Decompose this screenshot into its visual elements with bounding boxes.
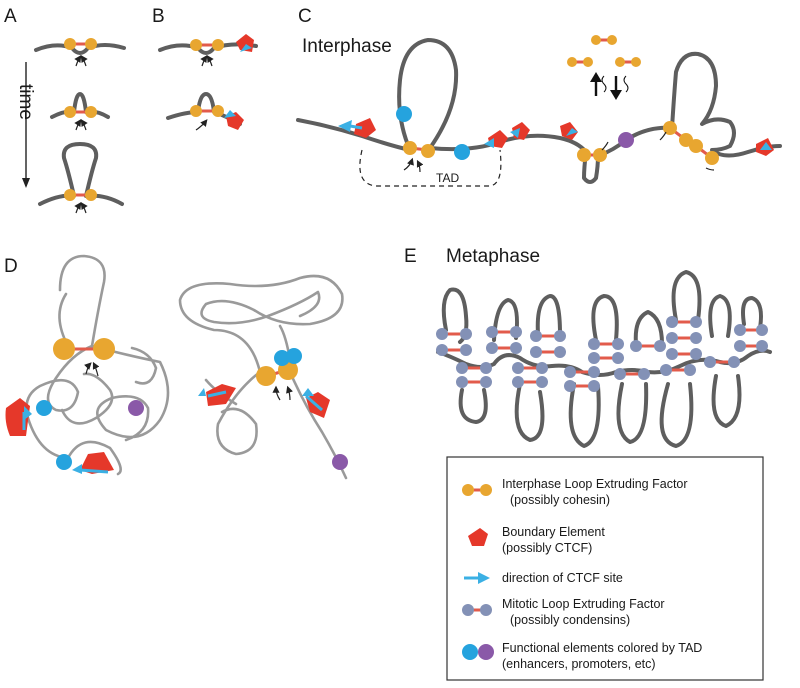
- e-loop-up-7: [708, 294, 732, 338]
- c-element-blue-1: [396, 106, 412, 122]
- legend-item-5-line2: (enhancers, promoters, etc): [502, 657, 656, 671]
- legend-item-1-line2: (possibly cohesin): [510, 493, 610, 507]
- d-left-element-purple: [128, 400, 144, 416]
- c-cohesin-4a: [689, 139, 703, 153]
- d-left-element-blue-2: [56, 454, 72, 470]
- panel-c-title: Interphase: [302, 36, 392, 57]
- time-label: time: [15, 84, 36, 120]
- panel-c: C Interphase TAD: [296, 6, 782, 187]
- a1-cohesin-left: [64, 38, 76, 50]
- panel-e-label: E: [404, 246, 417, 267]
- panel-e: E Metaphase: [404, 246, 772, 448]
- legend-ctcf-icon: [468, 528, 488, 546]
- panel-a: A time: [4, 6, 126, 214]
- panel-d: D: [4, 254, 348, 480]
- e-condensins: [436, 316, 768, 392]
- d-cohesin-right: [93, 338, 115, 360]
- legend-item-5-line1: Functional elements colored by TAD: [502, 641, 702, 655]
- load-arrow: [590, 72, 602, 82]
- a2-chromatin: [50, 92, 110, 119]
- e-loop-up-6: [671, 270, 702, 322]
- a3-cohesin-left: [64, 189, 76, 201]
- c-free-cohesin-1b: [607, 35, 617, 45]
- legend: Interphase Loop Extruding Factor (possib…: [446, 456, 764, 681]
- legend-item-4-line1: Mitotic Loop Extruding Factor: [502, 597, 665, 611]
- b2-cohesin-left: [190, 105, 202, 117]
- d-cohesin-left: [53, 338, 75, 360]
- e-loop-down-6: [711, 374, 742, 428]
- b1-cohesin-right: [212, 39, 224, 51]
- e-loop-down-4: [616, 382, 649, 444]
- legend-condensin-icon: [462, 604, 474, 616]
- c-cohesin-2b: [593, 148, 607, 162]
- d-left-chromatin: [25, 254, 170, 476]
- c-free-cohesin-3a: [615, 57, 625, 67]
- panel-d-label: D: [4, 256, 18, 277]
- legend-item-2-line1: Boundary Element: [502, 525, 605, 539]
- e-loop-down-3: [568, 382, 601, 448]
- c-ctcf-1: [354, 118, 376, 138]
- e-loop-up-8: [741, 296, 763, 330]
- panel-b: B: [152, 6, 258, 131]
- c-free-cohesin-2b: [583, 57, 593, 67]
- e-loop-down-5: [659, 382, 694, 448]
- e-loop-up-4: [591, 294, 619, 342]
- c-ctcf-dir-1: [338, 120, 352, 132]
- b2-ctcf-direction: [224, 110, 236, 118]
- e-loop-up-3: [535, 294, 562, 336]
- c-free-cohesin-3b: [631, 57, 641, 67]
- c-ctcf-4: [560, 122, 578, 140]
- d-left-element-blue-1: [36, 400, 52, 416]
- a3-cohesin-right: [85, 189, 97, 201]
- panel-a-label: A: [4, 6, 17, 27]
- panel-e-title: Metaphase: [446, 246, 540, 267]
- c-free-cohesin-1a: [591, 35, 601, 45]
- b2-cohesin-right: [212, 105, 224, 117]
- b1-chromatin: [158, 42, 258, 55]
- tad-bracket: [359, 149, 502, 187]
- panel-b-label: B: [152, 6, 165, 27]
- c-cohesin-1b: [421, 144, 435, 158]
- c-cohesin-4b: [705, 151, 719, 165]
- d-right-element-blue-1: [274, 350, 290, 366]
- c-element-blue-2: [454, 144, 470, 160]
- c-chromatin: [296, 38, 782, 184]
- e-loop-up-5: [633, 310, 664, 346]
- d-right-cohesin-left: [256, 366, 276, 386]
- e-loop-down-1: [458, 388, 488, 424]
- d-right-element-purple: [332, 454, 348, 470]
- a1-cohesin-right: [85, 38, 97, 50]
- legend-element-blue-icon: [462, 644, 478, 660]
- legend-item-3-line1: direction of CTCF site: [502, 571, 623, 585]
- tad-label: TAD: [436, 171, 459, 185]
- b1-ctcf-direction: [240, 44, 252, 52]
- legend-direction-icon: [478, 572, 490, 584]
- legend-item-1-line1: Interphase Loop Extruding Factor: [502, 477, 688, 491]
- c-free-cohesin-2a: [567, 57, 577, 67]
- e-loop-up-2: [492, 298, 519, 342]
- legend-box: [446, 456, 764, 681]
- legend-item-2-line2: (possibly CTCF): [502, 541, 592, 555]
- d-right-element-blue-2: [286, 348, 302, 364]
- legend-cohesin-icon: [462, 484, 474, 496]
- d-left-ctcf-2: [80, 452, 114, 474]
- c-cohesin-1a: [403, 141, 417, 155]
- unload-arrow: [610, 90, 622, 100]
- d-right-ctcf-1: [206, 384, 236, 406]
- d-right-chromatin: [178, 274, 348, 480]
- b1-cohesin-left: [190, 39, 202, 51]
- time-arrowhead: [22, 178, 30, 188]
- c-element-purple: [618, 132, 634, 148]
- a2-cohesin-right: [85, 106, 97, 118]
- a2-cohesin-left: [64, 106, 76, 118]
- a1-chromatin: [34, 43, 126, 55]
- legend-element-purple-icon: [478, 644, 494, 660]
- legend-item-4-line2: (possibly condensins): [510, 613, 630, 627]
- c-cohesin-2a: [577, 148, 591, 162]
- e-loop-down-2: [514, 382, 545, 442]
- c-cohesin-3a: [663, 121, 677, 135]
- panel-c-label: C: [298, 6, 312, 27]
